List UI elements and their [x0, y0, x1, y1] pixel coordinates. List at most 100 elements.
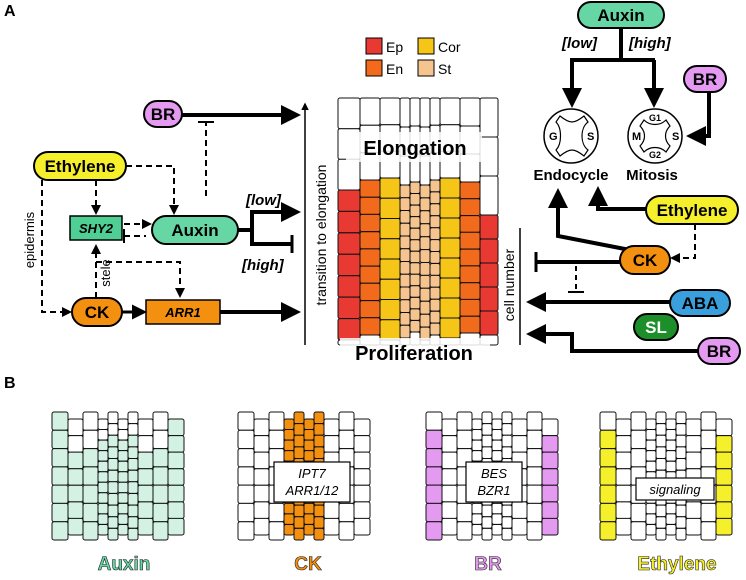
- root-cell: [479, 286, 499, 312]
- root-cell: [429, 215, 441, 229]
- root-cell: [655, 527, 667, 541]
- legend-swatch-st: [417, 59, 435, 77]
- ck-gene-arr1-12: ARR1/12: [285, 483, 340, 498]
- root-cell: [152, 521, 169, 541]
- root-cell: [511, 418, 528, 437]
- br-node-top-right: BR: [683, 65, 727, 93]
- root-cell: [107, 446, 119, 459]
- root-cell: [599, 521, 617, 541]
- root-cell: [137, 451, 154, 470]
- mitosis-label: Mitosis: [626, 167, 678, 184]
- root-cell: [409, 273, 421, 287]
- transition-axis-label: transition to elongation: [313, 165, 329, 306]
- root-cell: [630, 448, 647, 468]
- ck-node-right: CK: [619, 245, 671, 275]
- root-cell: [429, 286, 441, 300]
- auxin-node-right-shape: [577, 1, 665, 29]
- root-cell: [429, 179, 441, 193]
- root-cell: [615, 435, 632, 453]
- root-cell: [409, 262, 421, 275]
- mitosis-s-label: S: [672, 131, 679, 143]
- root-cell: [459, 298, 481, 317]
- root-cell: [615, 451, 632, 470]
- root-cell: [283, 502, 295, 515]
- root-cell: [491, 450, 503, 462]
- root-cell: [337, 318, 361, 341]
- root-cell: [399, 184, 411, 199]
- ethylene-to-ck-dashed-arrow: [670, 224, 696, 263]
- root-cell: [471, 450, 483, 462]
- root-cell: [615, 418, 632, 437]
- root-cell: [419, 210, 431, 225]
- br-gene-box: BES BZR1: [465, 461, 523, 503]
- root-cell: [167, 435, 185, 453]
- root-cell: [137, 418, 154, 437]
- root-cell: [268, 502, 285, 523]
- root-cell: [665, 418, 677, 430]
- root-cell: [526, 411, 543, 431]
- root-cell: [441, 468, 458, 486]
- root-cell: [501, 411, 513, 425]
- root-cell: [293, 411, 305, 425]
- root-cell: [293, 504, 305, 518]
- root-cell: [67, 517, 84, 536]
- root-cell: [313, 527, 325, 541]
- root-cell: [107, 458, 119, 471]
- root-cell: [471, 524, 483, 536]
- root-cell: [337, 296, 361, 320]
- root-cell: [425, 448, 443, 468]
- root-cell: [82, 502, 99, 523]
- arr1-node: ARR1: [145, 299, 221, 325]
- root-cell: [303, 429, 315, 441]
- root-cell: [268, 429, 285, 450]
- root-cell: [541, 517, 559, 536]
- root-cell: [501, 516, 513, 529]
- aba-node-label: ABA: [682, 294, 719, 313]
- root-cell: [107, 423, 119, 436]
- root-cell: [471, 418, 483, 430]
- root-cell: [313, 446, 325, 459]
- root-cell: [359, 231, 381, 250]
- root-cell: [268, 411, 285, 431]
- root-cell: [379, 97, 401, 126]
- root-cell: [107, 493, 119, 506]
- root-cell: [97, 524, 109, 536]
- root-cell: [700, 429, 717, 450]
- epidermis-label: epidermis: [22, 211, 37, 268]
- endocycle-icon: G S: [543, 108, 599, 164]
- root-cell: [117, 439, 129, 452]
- root-cell: [399, 197, 411, 212]
- root-cell: [655, 411, 667, 425]
- root-cell: [491, 429, 503, 441]
- mitosis-g2-label: G2: [649, 150, 661, 160]
- root-cell: [409, 227, 421, 241]
- ethylene-signaling-label: signaling: [649, 482, 701, 497]
- root-cell: [399, 248, 411, 263]
- endocycle-label: Endocycle: [533, 167, 608, 184]
- root-cell: [293, 516, 305, 529]
- root-cell: [97, 418, 109, 430]
- root-cell: [117, 450, 129, 462]
- root-cell: [137, 484, 154, 503]
- root-cell: [541, 501, 559, 519]
- root-cell: [409, 250, 421, 264]
- bottom-label-ck: CK: [294, 554, 322, 575]
- root-cell: [501, 423, 513, 436]
- root-cell: [303, 502, 315, 515]
- root-cell: [441, 517, 458, 536]
- sl-node-shape: [633, 313, 679, 341]
- root-cell: [51, 411, 69, 431]
- root-cell: [167, 501, 185, 519]
- root-cell: [127, 516, 139, 529]
- root-cell: [599, 466, 617, 486]
- root-cell: [127, 481, 139, 494]
- root-cell: [599, 429, 617, 450]
- root-cell: [459, 97, 481, 127]
- root-cell: [253, 468, 270, 486]
- root-cell: [337, 189, 361, 212]
- root-cell: [293, 434, 305, 448]
- root-cell: [541, 451, 559, 470]
- root-cell: [429, 298, 441, 312]
- root-cell: [399, 222, 411, 237]
- ck-node-right-label: CK: [633, 251, 658, 270]
